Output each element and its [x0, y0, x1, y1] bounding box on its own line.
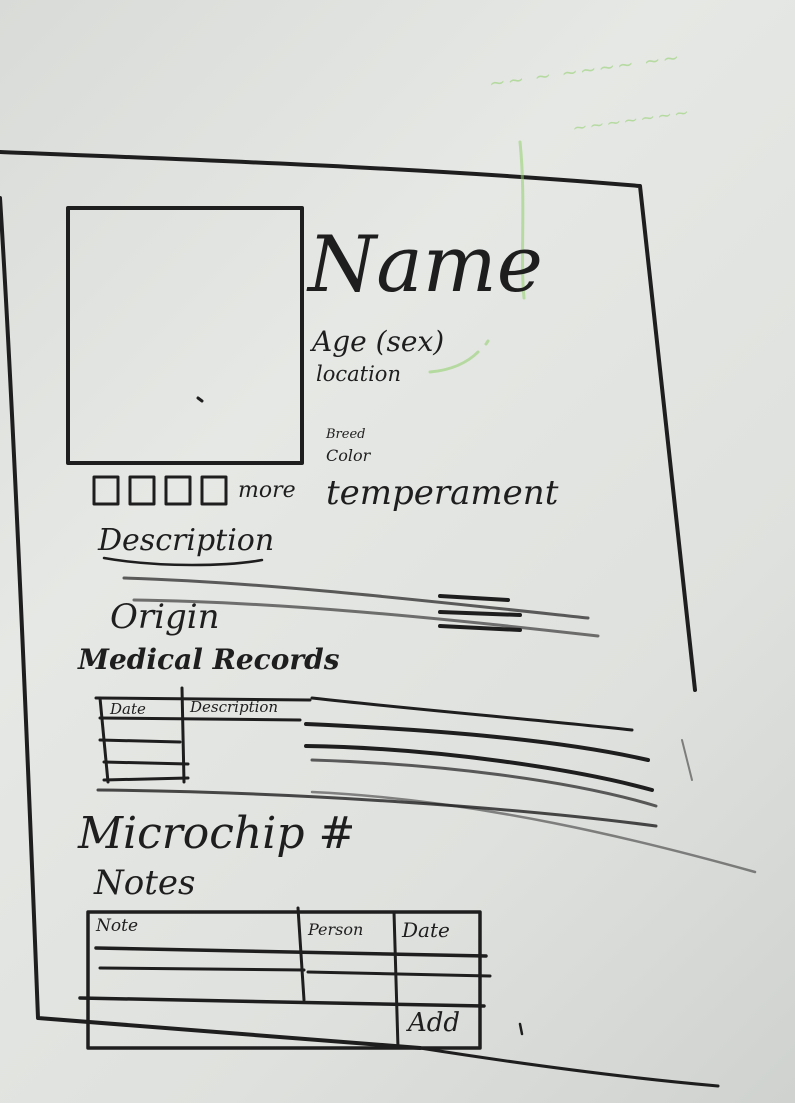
- medical-header-date: Date: [110, 700, 146, 718]
- profile-color: Color: [326, 446, 371, 465]
- notes-table-frame: [86, 910, 482, 1050]
- profile-breed: Breed: [326, 427, 366, 442]
- notes-heading: Notes: [94, 863, 196, 903]
- description-heading: Description: [98, 523, 275, 558]
- thumbnail-2: [128, 475, 156, 506]
- medical-records-heading: Medical Records: [78, 643, 340, 676]
- more-photos-link[interactable]: more: [238, 478, 296, 503]
- notes-header-person: Person: [308, 920, 364, 939]
- profile-age-sex: Age (sex): [312, 325, 445, 358]
- origin-heading: Origin: [110, 597, 220, 637]
- thumbnail-1: [92, 475, 120, 506]
- profile-name: Name: [308, 220, 543, 310]
- notes-header-note: Note: [96, 916, 139, 936]
- medical-header-description: Description: [190, 698, 279, 716]
- thumbnail-4: [200, 475, 228, 506]
- add-note-button[interactable]: Add: [408, 1008, 461, 1038]
- profile-temperament: temperament: [326, 473, 559, 513]
- page-frame: [0, 150, 697, 692]
- photo-placeholder: [66, 206, 304, 465]
- profile-location: location: [316, 362, 401, 386]
- notes-header-date: Date: [402, 918, 450, 942]
- medical-table-top: [94, 696, 312, 702]
- thumbnail-3: [164, 475, 192, 506]
- microchip-heading: Microchip #: [78, 808, 356, 859]
